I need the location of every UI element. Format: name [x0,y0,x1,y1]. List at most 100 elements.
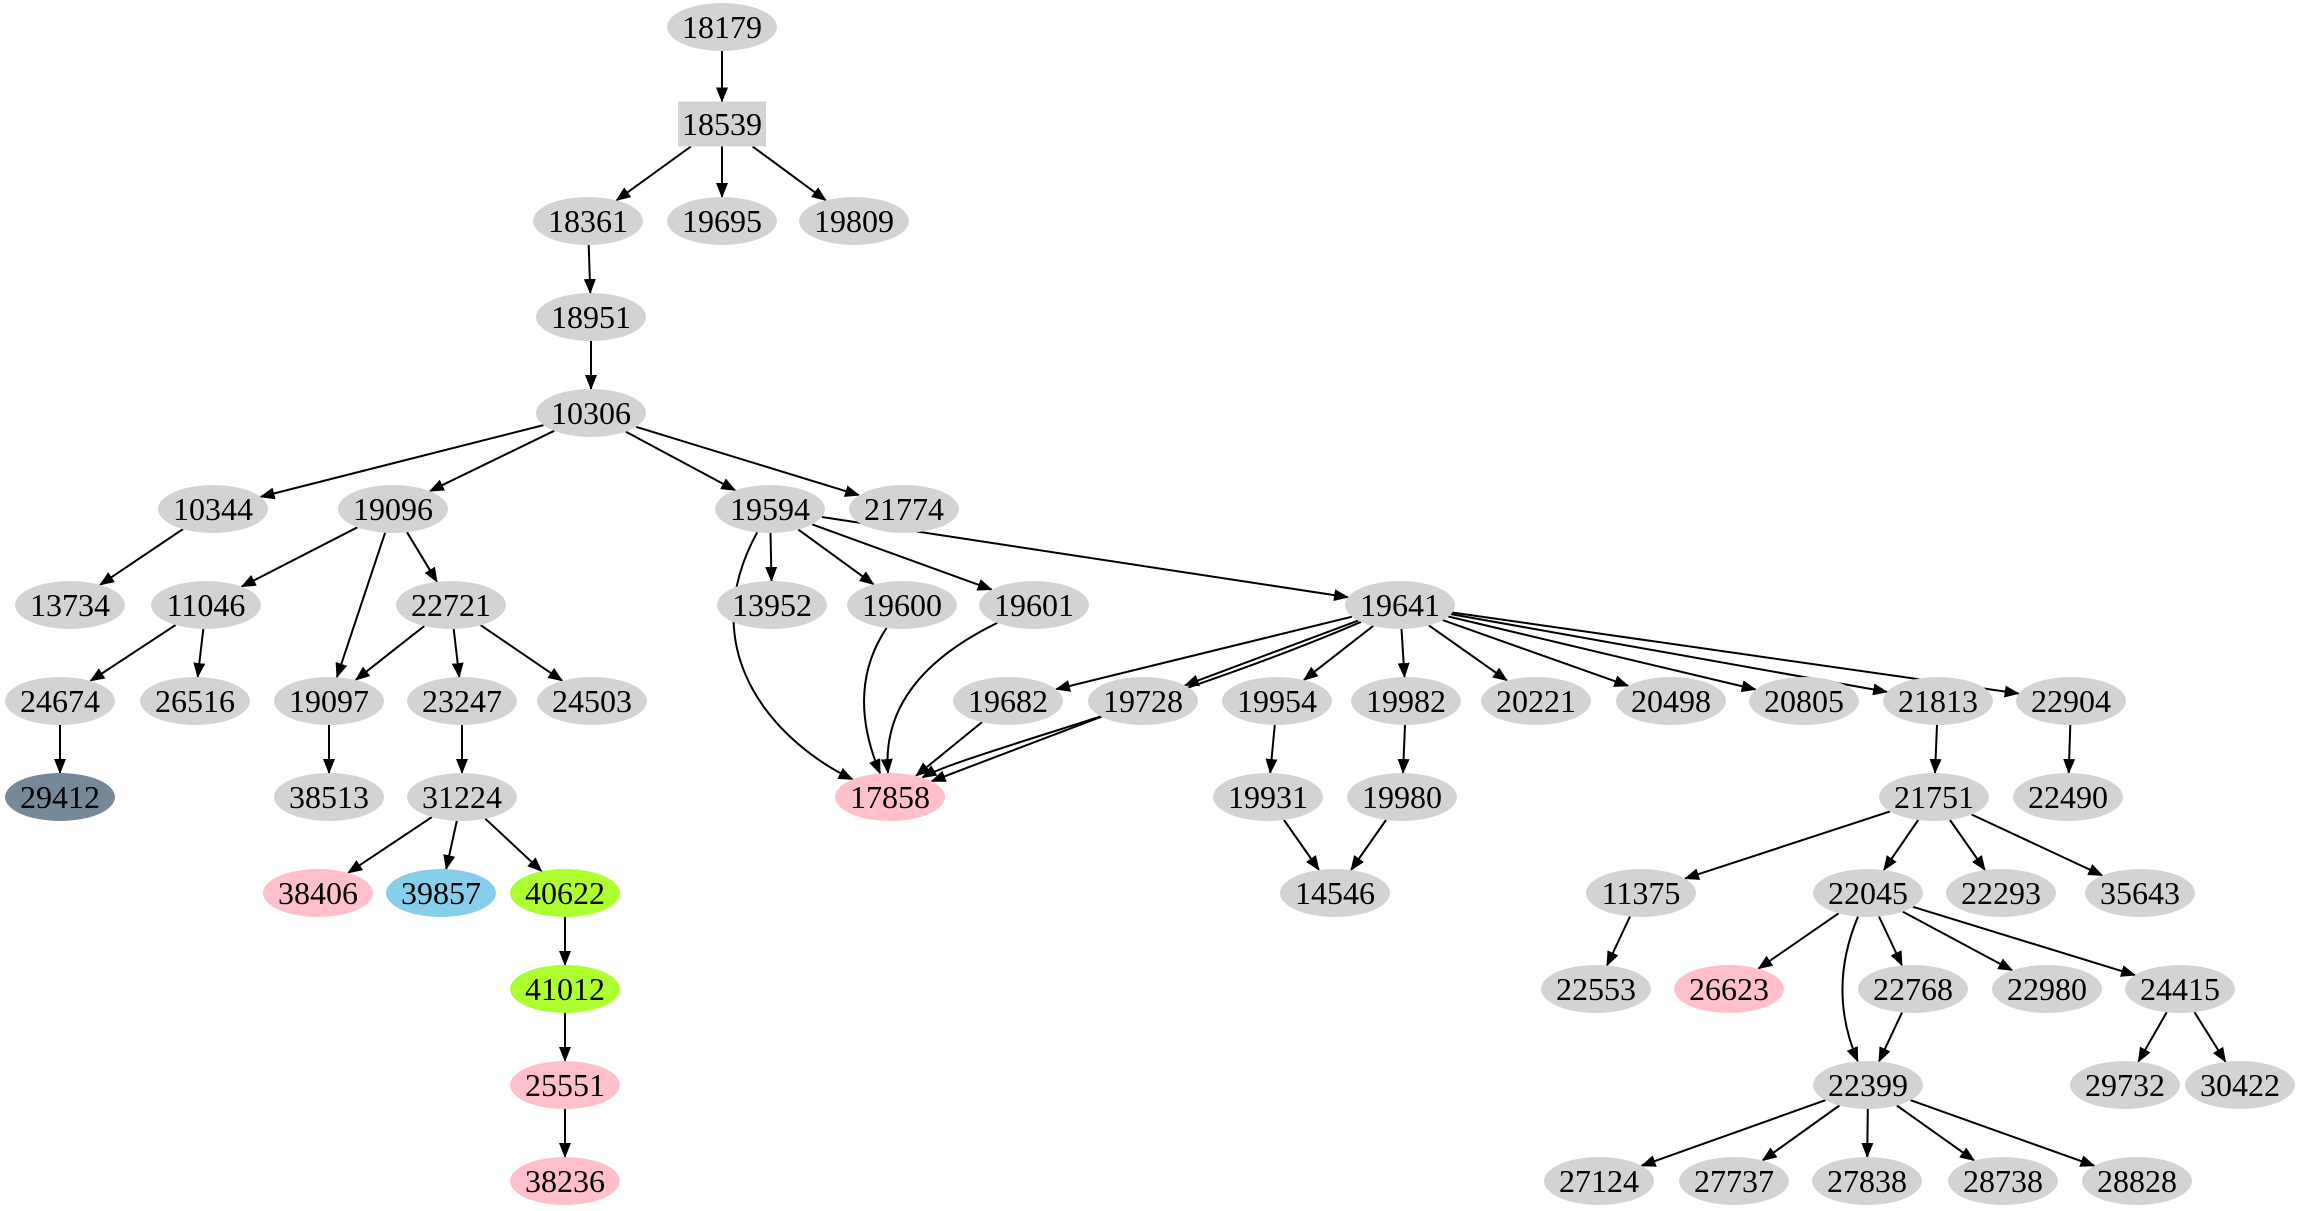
node-22490: 22490 [2013,773,2123,821]
node-24415: 24415 [2125,965,2235,1013]
edge-22721-24503 [480,624,564,682]
edge-22045-22399 [1841,916,1859,1063]
edge-22399-27838 [1861,1108,1874,1158]
node-ellipse-shape [2016,677,2126,725]
node-ellipse-shape [15,581,125,629]
edge-10306-21774 [635,425,860,497]
edge-21751-22293 [1949,819,1986,871]
edge-19728-17858 [930,715,1102,783]
node-14546: 14546 [1280,869,1390,917]
node-25551: 25551 [510,1061,620,1109]
node-label: 18361 [548,203,628,239]
edge-22045-26623 [1757,912,1840,970]
node-label: 19809 [814,203,894,239]
node-ellipse-shape [1213,773,1323,821]
node-26516: 26516 [140,677,250,725]
node-label: 26516 [155,683,235,719]
edge-19641-19728 [1183,619,1359,687]
edge-22721-23247 [451,628,464,678]
node-ellipse-shape [1616,677,1726,725]
edge-19682-17858 [915,721,983,777]
edge-22045-22980 [1902,910,2014,972]
node-19641: 19641 [1345,581,1455,629]
node-19954: 19954 [1222,677,1332,725]
edge-18361-18951 [583,244,596,294]
node-label: 22721 [411,587,491,623]
node-label: 41012 [525,971,605,1007]
node-label: 20498 [1631,683,1711,719]
node-label: 19682 [968,683,1048,719]
node-17858: 17858 [835,773,945,821]
node-ellipse-shape [2013,773,2123,821]
node-ellipse-shape [151,581,261,629]
node-ellipse-shape [1088,677,1198,725]
edge-19980-14546 [1350,819,1387,871]
node-29732: 29732 [2070,1061,2180,1109]
node-label: 29732 [2085,1067,2165,1103]
node-ellipse-shape [510,1157,620,1205]
node-label: 26623 [1689,971,1769,1007]
node-label: 11375 [1602,875,1681,911]
node-19809: 19809 [799,197,909,245]
node-label: 24503 [552,683,632,719]
node-label: 19728 [1103,683,1183,719]
node-19982: 19982 [1351,677,1461,725]
node-ellipse-shape [274,677,384,725]
node-ellipse-shape [510,869,620,917]
node-27737: 27737 [1679,1157,1789,1205]
node-19601: 19601 [979,581,1089,629]
node-41012: 41012 [510,965,620,1013]
node-label: 38513 [289,779,369,815]
node-19682: 19682 [953,677,1063,725]
node-label: 21751 [1894,779,1974,815]
node-label: 20805 [1764,683,1844,719]
node-ellipse-shape [667,3,777,51]
node-22980: 22980 [1992,965,2102,1013]
node-ellipse-shape [953,677,1063,725]
node-label: 38236 [525,1163,605,1199]
node-26623: 26623 [1674,965,1784,1013]
node-ellipse-shape [1544,1157,1654,1205]
node-ellipse-shape [2085,869,2195,917]
node-ellipse-shape [263,869,373,917]
node-label: 11046 [167,587,246,623]
edge-10306-10344 [259,424,544,500]
edge-19931-14546 [1283,819,1320,871]
node-19695: 19695 [667,197,777,245]
node-box-shape [678,101,766,147]
node-20221: 20221 [1481,677,1591,725]
node-18539: 18539 [678,101,766,147]
node-label: 27838 [1827,1163,1907,1199]
edge-19594-13952 [765,532,778,582]
node-19728: 19728 [1088,677,1198,725]
edge-19641-17858 [921,620,1362,779]
node-10344: 10344 [158,485,268,533]
node-label: 22045 [1828,875,1908,911]
node-19980: 19980 [1347,773,1457,821]
edge-19982-19980 [1397,724,1410,774]
edge-22045-24415 [1912,905,2137,977]
node-label: 23247 [422,683,502,719]
edge-21813-21751 [1929,724,1942,774]
edge-22721-19097 [354,625,425,681]
edge-19601-17858 [880,622,998,774]
node-ellipse-shape [1879,773,1989,821]
node-label: 20221 [1496,683,1576,719]
node-label: 19931 [1228,779,1308,815]
edge-11375-22553 [1606,916,1631,967]
edge-24415-29732 [2137,1011,2168,1063]
node-11046: 11046 [151,581,261,629]
node-ellipse-shape [1586,869,1696,917]
node-ellipse-shape [158,485,268,533]
node-label: 28738 [1963,1163,2043,1199]
node-label: 27124 [1559,1163,1639,1199]
node-label: 19601 [994,587,1074,623]
node-label: 19980 [1362,779,1442,815]
node-31224: 31224 [407,773,517,821]
node-21813: 21813 [1883,677,1993,725]
edge-19096-11046 [240,526,358,588]
node-label: 13952 [732,587,812,623]
node-label: 18951 [551,299,631,335]
edge-22045-22768 [1878,916,1903,967]
node-39857: 39857 [386,869,496,917]
